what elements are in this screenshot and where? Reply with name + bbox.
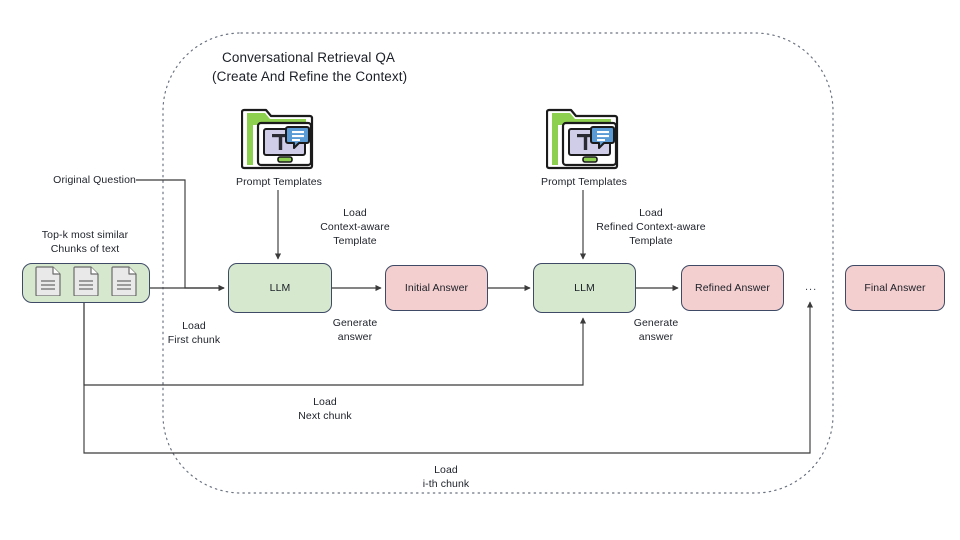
group-boundary xyxy=(162,32,834,494)
continuation-ellipsis: ... xyxy=(805,281,818,293)
node-llm-1[interactable]: LLM xyxy=(228,263,332,313)
prompt-template-icon-2 xyxy=(545,104,622,174)
node-initial-answer[interactable]: Initial Answer xyxy=(385,265,488,311)
top-k-chunks-box[interactable] xyxy=(22,263,150,303)
node-refined-answer[interactable]: Refined Answer xyxy=(681,265,784,311)
document-icon xyxy=(35,265,61,301)
document-icon xyxy=(111,265,137,301)
chunks-label-line-1: Top-k most similar xyxy=(41,229,129,241)
prompt-templates-label-2: Prompt Templates xyxy=(540,176,628,188)
original-question-label: Original Question xyxy=(53,174,136,186)
chunks-label-line-2: Chunks of text xyxy=(50,243,120,255)
document-icon xyxy=(73,265,99,301)
prompt-template-icon-1 xyxy=(240,104,317,174)
edge-load-ith-chunk xyxy=(83,301,814,454)
diagram-title-line-2: (Create And Refine the Context) xyxy=(212,69,408,84)
node-final-answer[interactable]: Final Answer xyxy=(845,265,945,311)
diagram-title-line-1: Conversational Retrieval QA xyxy=(222,50,396,65)
node-llm-2[interactable]: LLM xyxy=(533,263,636,313)
prompt-templates-label-1: Prompt Templates xyxy=(235,176,323,188)
